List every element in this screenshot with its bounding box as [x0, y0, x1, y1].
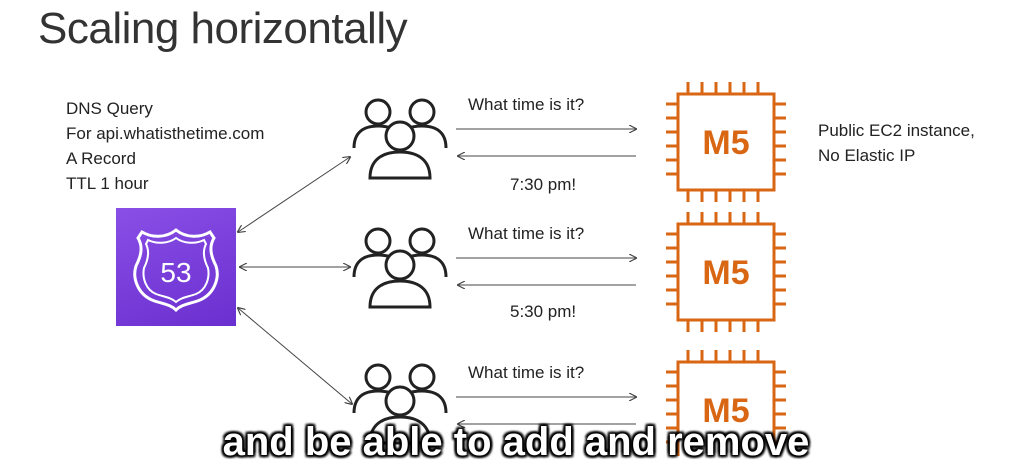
ec2-instance-label: M5: [702, 392, 749, 430]
route53-shield-icon: 53: [133, 228, 219, 313]
ec2-instance-label: M5: [702, 124, 749, 162]
users-icon: [352, 98, 448, 180]
request-label-1: What time is it?: [468, 95, 585, 114]
route53-icon: 53: [116, 208, 236, 326]
users-icon: [352, 363, 448, 445]
request-label-2: What time is it?: [468, 224, 585, 243]
route53-label: 53: [160, 257, 191, 288]
dns-query-text: DNS Query For api.whatisthetime.com A Re…: [66, 96, 264, 196]
route53-link-3: [238, 308, 352, 404]
ec2-note: Public EC2 instance, No Elastic IP: [818, 118, 975, 168]
users-icon: [352, 227, 448, 309]
response-label-2: 5:30 pm!: [510, 302, 577, 321]
ec2-instance-icon: M5: [666, 82, 786, 202]
dns-line-1: DNS Query: [66, 99, 153, 118]
ec2-instance-icon: M5: [666, 212, 786, 332]
slide-title: Scaling horizontally: [38, 4, 408, 53]
video-caption: and be able to add and remove: [222, 420, 810, 464]
request-label-3: What time is it?: [468, 363, 585, 382]
response-label-1: 7:30 pm!: [510, 175, 577, 194]
dns-line-2: For api.whatisthetime.com: [66, 124, 265, 143]
ec2-instance-icon: M5: [666, 350, 786, 456]
dns-line-4: TTL 1 hour: [66, 174, 149, 193]
dns-line-3: A Record: [66, 149, 136, 168]
route53-link-1: [238, 157, 350, 232]
ec2-note-line-2: No Elastic IP: [818, 146, 916, 165]
ec2-note-line-1: Public EC2 instance,: [818, 121, 975, 140]
ec2-instance-label: M5: [702, 254, 749, 292]
